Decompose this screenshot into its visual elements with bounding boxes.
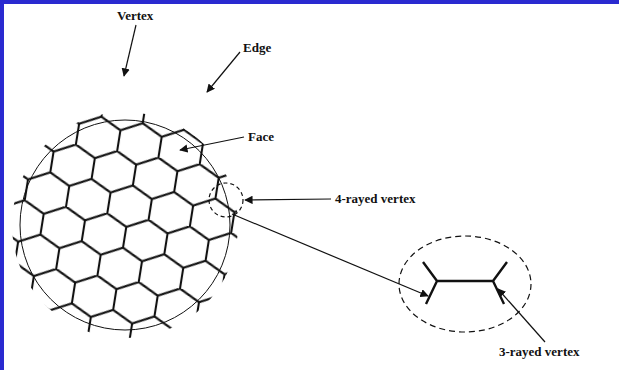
leader-arrow bbox=[498, 289, 545, 342]
label: Face bbox=[247, 129, 275, 144]
frame-line bbox=[0, 0, 619, 4]
leader-arrow bbox=[245, 199, 331, 200]
leader-arrow bbox=[207, 52, 240, 92]
cell-network bbox=[0, 100, 260, 350]
boundary-circle bbox=[20, 120, 230, 330]
vertex-pair bbox=[423, 262, 507, 304]
leader-arrow bbox=[232, 214, 428, 296]
leader-arrow bbox=[124, 25, 136, 76]
label: Vertex bbox=[116, 8, 154, 23]
frame-line bbox=[0, 0, 4, 370]
label: 4-rayed vertex bbox=[334, 191, 417, 206]
leader-arrow bbox=[180, 137, 244, 150]
inset-ellipse bbox=[399, 236, 531, 332]
label: Edge bbox=[242, 40, 272, 55]
zoom-circle bbox=[209, 183, 243, 217]
label: 3-rayed vertex bbox=[498, 344, 581, 359]
